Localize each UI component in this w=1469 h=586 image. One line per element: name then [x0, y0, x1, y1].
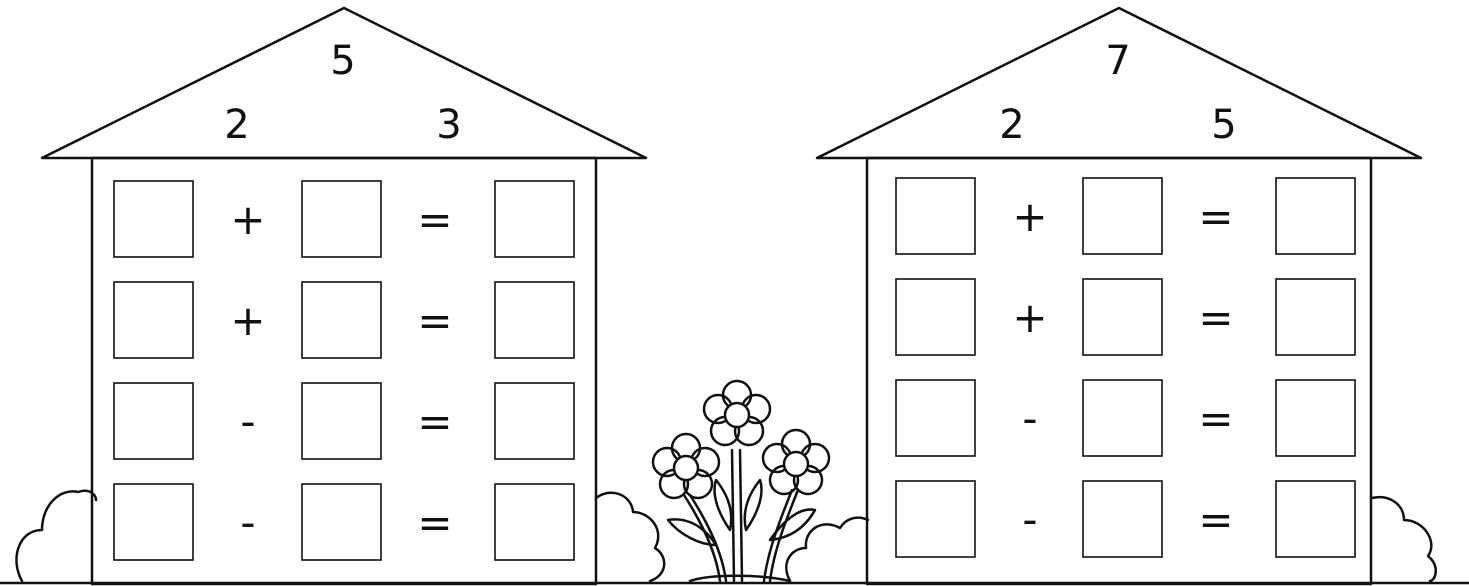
answer-box[interactable]: [1083, 279, 1162, 355]
bush-middle-left: [596, 493, 664, 581]
answer-box[interactable]: [302, 282, 381, 358]
answer-box[interactable]: [1276, 178, 1355, 254]
answer-box[interactable]: [1276, 481, 1355, 557]
equals-sign: =: [417, 397, 452, 446]
house-2-total: 7: [1105, 38, 1130, 84]
equals-sign: =: [1198, 293, 1233, 342]
bush-right: [1372, 497, 1436, 581]
operator-sign: +: [230, 195, 265, 244]
bush-middle-right: [786, 518, 868, 581]
answer-box[interactable]: [896, 481, 975, 557]
equals-sign: =: [1198, 394, 1233, 443]
operator-sign: -: [1022, 495, 1037, 544]
equals-sign: =: [417, 296, 452, 345]
equals-sign: =: [1198, 495, 1233, 544]
house-1: 5 2 3 + = + = - = - =: [42, 8, 646, 584]
answer-box[interactable]: [1083, 380, 1162, 456]
answer-box[interactable]: [1083, 178, 1162, 254]
answer-box[interactable]: [495, 383, 574, 459]
answer-box[interactable]: [114, 383, 193, 459]
answer-box[interactable]: [495, 484, 574, 560]
house-1-left-part: 2: [224, 102, 249, 148]
answer-box[interactable]: [1276, 279, 1355, 355]
house-1-total: 5: [330, 38, 355, 84]
answer-box[interactable]: [302, 383, 381, 459]
house-2-right-part: 5: [1211, 102, 1236, 148]
house-1-right-part: 3: [436, 102, 461, 148]
operator-sign: +: [1012, 192, 1047, 241]
operator-sign: +: [1012, 293, 1047, 342]
bush-left: [16, 491, 96, 581]
answer-box[interactable]: [114, 484, 193, 560]
answer-box[interactable]: [1276, 380, 1355, 456]
equals-sign: =: [417, 195, 452, 244]
operator-sign: -: [1022, 394, 1037, 443]
operator-sign: +: [230, 296, 265, 345]
answer-box[interactable]: [896, 279, 975, 355]
house-2-left-part: 2: [999, 102, 1024, 148]
house-2: 7 2 5 + = + = - = - =: [817, 8, 1421, 584]
answer-box[interactable]: [302, 484, 381, 560]
answer-box[interactable]: [495, 282, 574, 358]
operator-sign: -: [240, 498, 255, 547]
equals-sign: =: [1198, 192, 1233, 241]
answer-box[interactable]: [896, 178, 975, 254]
answer-box[interactable]: [896, 380, 975, 456]
answer-box[interactable]: [114, 282, 193, 358]
answer-box[interactable]: [495, 181, 574, 257]
operator-sign: -: [240, 397, 255, 446]
equals-sign: =: [417, 498, 452, 547]
flowers-illustration: [653, 381, 829, 581]
answer-box[interactable]: [302, 181, 381, 257]
answer-box[interactable]: [114, 181, 193, 257]
answer-box[interactable]: [1083, 481, 1162, 557]
